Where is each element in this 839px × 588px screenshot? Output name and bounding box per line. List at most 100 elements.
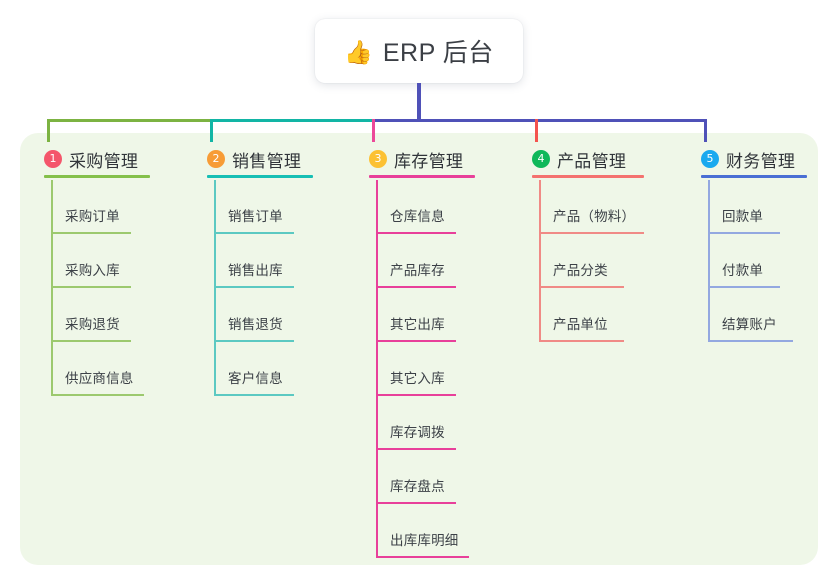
- leaf-item-rule: [376, 340, 456, 342]
- column-rail-1: [51, 180, 53, 396]
- leaf-item-label: 产品分类: [553, 263, 608, 278]
- leaf-item[interactable]: 产品（物料）: [539, 180, 648, 234]
- bus-segment-2: [210, 119, 373, 122]
- leaf-item[interactable]: 其它入库: [376, 342, 460, 396]
- leaf-item-label: 销售出库: [228, 263, 283, 278]
- leaf-item[interactable]: 结算账户: [708, 288, 797, 342]
- column-5: 5 财务管理回款单付款单结算账户: [697, 142, 807, 342]
- column-drop-line-2: [210, 119, 213, 142]
- leaf-item-rule: [376, 286, 456, 288]
- leaf-item-label: 产品（物料）: [553, 209, 636, 224]
- column-rule-5: [701, 175, 807, 178]
- leaf-item[interactable]: 产品分类: [539, 234, 628, 288]
- leaf-item-label: 采购退货: [65, 317, 120, 332]
- column-title-1: 采购管理: [69, 151, 139, 171]
- bus-segment-3: [372, 119, 707, 122]
- leaf-item-rule: [51, 340, 131, 342]
- column-header-3[interactable]: 3 库存管理: [365, 142, 463, 176]
- leaf-item[interactable]: 其它出库: [376, 288, 460, 342]
- leaf-item-rule: [214, 286, 294, 288]
- leaf-item-label: 销售退货: [228, 317, 283, 332]
- thumbs-up-icon: 👍: [344, 38, 373, 65]
- leaf-item-rule: [708, 340, 793, 342]
- leaf-item-rule: [708, 232, 780, 234]
- column-title-4: 产品管理: [557, 151, 627, 171]
- leaf-item-label: 客户信息: [228, 371, 283, 386]
- column-rule-4: [532, 175, 644, 178]
- column-badge-1: 1: [44, 150, 62, 168]
- leaf-item-rule: [376, 394, 456, 396]
- leaf-item[interactable]: 采购入库: [51, 234, 135, 288]
- leaf-item-rule: [376, 502, 456, 504]
- leaf-item[interactable]: 回款单: [708, 180, 784, 234]
- leaf-item[interactable]: 库存盘点: [376, 450, 460, 504]
- column-drop-line-3: [372, 119, 375, 142]
- leaf-item-rule: [539, 232, 644, 234]
- leaf-item-label: 其它出库: [390, 317, 445, 332]
- leaf-item[interactable]: 产品库存: [376, 234, 460, 288]
- root-node-card[interactable]: 👍 ERP 后台: [315, 19, 523, 83]
- leaf-item-label: 采购入库: [65, 263, 120, 278]
- column-header-1[interactable]: 1 采购管理: [40, 142, 138, 176]
- leaf-item[interactable]: 产品单位: [539, 288, 628, 342]
- column-rail-2: [214, 180, 216, 396]
- leaf-item-rule: [376, 556, 469, 558]
- leaf-item-rule: [214, 394, 294, 396]
- column-3: 3 库存管理仓库信息产品库存其它出库其它入库库存调拨库存盘点出库库明细: [365, 142, 475, 558]
- leaf-item-rule: [539, 286, 624, 288]
- root-stem-line: [417, 83, 421, 122]
- leaf-item[interactable]: 出库库明细: [376, 504, 473, 558]
- leaf-item-label: 付款单: [722, 263, 764, 278]
- leaf-item-rule: [51, 286, 131, 288]
- leaf-item[interactable]: 销售订单: [214, 180, 298, 234]
- leaf-item[interactable]: 供应商信息: [51, 342, 148, 396]
- column-drop-line-5: [704, 119, 707, 142]
- leaf-item-label: 仓库信息: [390, 209, 445, 224]
- column-drop-line-4: [535, 119, 538, 142]
- leaf-item-rule: [214, 232, 294, 234]
- column-1: 1 采购管理采购订单采购入库采购退货供应商信息: [40, 142, 150, 396]
- chart-panel: [20, 133, 818, 565]
- column-drop-line-1: [47, 119, 50, 142]
- leaf-item-rule: [51, 394, 144, 396]
- column-2: 2 销售管理销售订单销售出库销售退货客户信息: [203, 142, 313, 396]
- leaf-item-rule: [214, 340, 294, 342]
- leaf-item[interactable]: 客户信息: [214, 342, 298, 396]
- column-header-4[interactable]: 4 产品管理: [528, 142, 626, 176]
- leaf-item-rule: [51, 232, 131, 234]
- column-title-2: 销售管理: [232, 151, 302, 171]
- column-rail-4: [539, 180, 541, 342]
- column-header-5[interactable]: 5 财务管理: [697, 142, 795, 176]
- leaf-item[interactable]: 销售出库: [214, 234, 298, 288]
- column-rail-5: [708, 180, 710, 342]
- column-badge-3: 3: [369, 150, 387, 168]
- leaf-item-label: 产品库存: [390, 263, 445, 278]
- column-4: 4 产品管理产品（物料） 产品分类产品单位: [528, 142, 644, 342]
- leaf-item-label: 其它入库: [390, 371, 445, 386]
- leaf-item-label: 产品单位: [553, 317, 608, 332]
- column-title-5: 财务管理: [726, 151, 796, 171]
- root-node-title: ERP 后台: [382, 39, 494, 67]
- column-badge-4: 4: [532, 150, 550, 168]
- leaf-item[interactable]: 库存调拨: [376, 396, 460, 450]
- leaf-item[interactable]: 采购退货: [51, 288, 135, 342]
- leaf-item-label: 库存调拨: [390, 425, 445, 440]
- leaf-item-label: 采购订单: [65, 209, 120, 224]
- leaf-item[interactable]: 付款单: [708, 234, 784, 288]
- leaf-item[interactable]: 销售退货: [214, 288, 298, 342]
- leaf-item[interactable]: 仓库信息: [376, 180, 460, 234]
- column-badge-2: 2: [207, 150, 225, 168]
- column-title-3: 库存管理: [394, 151, 464, 171]
- leaf-item-label: 库存盘点: [390, 479, 445, 494]
- leaf-item[interactable]: 采购订单: [51, 180, 135, 234]
- leaf-item-rule: [376, 232, 456, 234]
- leaf-item-label: 结算账户: [722, 317, 777, 332]
- column-rule-1: [44, 175, 150, 178]
- column-header-2[interactable]: 2 销售管理: [203, 142, 301, 176]
- column-rule-3: [369, 175, 475, 178]
- column-badge-5: 5: [701, 150, 719, 168]
- bus-segment-1: [47, 119, 211, 122]
- leaf-item-rule: [708, 286, 780, 288]
- leaf-item-label: 供应商信息: [65, 371, 134, 386]
